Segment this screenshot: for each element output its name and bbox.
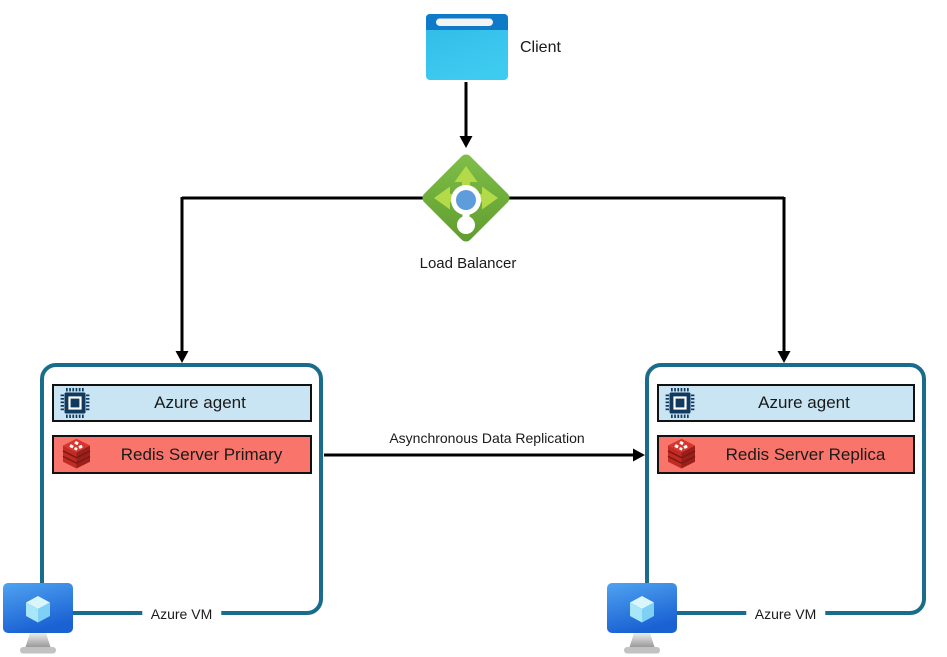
- azure-agent-bar: Azure agent: [657, 384, 915, 422]
- vm-box-replica: Azure agent Redis Server Replica: [645, 363, 926, 624]
- lb-to-right-vm-arrow: [777, 197, 791, 363]
- client-label: Client: [520, 39, 561, 56]
- redis-primary-label: Redis Server Primary: [120, 444, 283, 464]
- vm-box-primary: Azure agent Redis Server Primary: [40, 363, 323, 624]
- redis-cube-icon: [60, 437, 93, 473]
- replication-label: Asynchronous Data Replication: [389, 430, 585, 446]
- azure-agent-bar: Azure agent: [52, 384, 312, 422]
- azure-vm-monitor-icon: [2, 577, 76, 655]
- redis-primary-bar: Redis Server Primary: [52, 435, 312, 474]
- client-browser-icon: [426, 14, 508, 80]
- redis-cube-icon: [665, 437, 698, 473]
- azure-vm-label: Azure VM: [141, 605, 222, 624]
- cpu-chip-icon: [60, 388, 90, 418]
- cpu-chip-icon: [665, 388, 695, 418]
- azure-vm-monitor-icon: [606, 577, 680, 655]
- lb-to-left-vm-arrow: [175, 197, 189, 363]
- load-balancer-icon: [418, 150, 514, 246]
- redis-replica-bar: Redis Server Replica: [657, 435, 915, 474]
- replication-arrow: [324, 448, 645, 462]
- redis-replica-label: Redis Server Replica: [725, 444, 886, 464]
- client-to-lb-arrow: [459, 82, 473, 148]
- load-balancer-label: Load Balancer: [419, 255, 517, 272]
- azure-agent-label: Azure agent: [758, 393, 850, 412]
- azure-vm-label: Azure VM: [745, 605, 826, 624]
- azure-agent-label: Azure agent: [154, 393, 246, 412]
